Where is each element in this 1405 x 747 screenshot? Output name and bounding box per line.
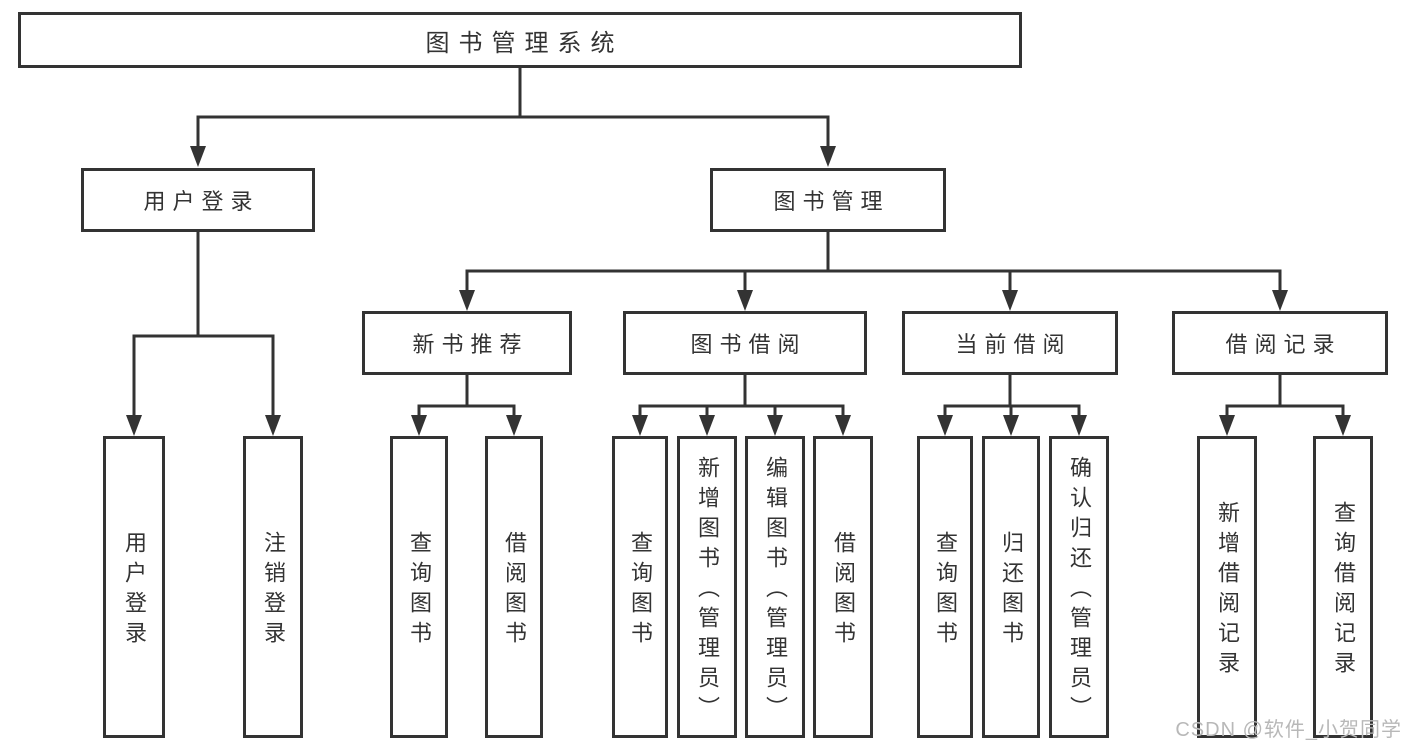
node-label: 新增图书（管理员）	[695, 456, 720, 726]
node-label: 注销登录	[261, 531, 286, 651]
node-leaf-nb-query-books: 查询图书	[390, 436, 448, 738]
node-leaf-br-add-record: 新增借阅记录	[1197, 436, 1257, 738]
node-book-borrowing: 图书借阅	[623, 311, 867, 375]
node-label: 借阅图书	[831, 531, 856, 651]
node-new-book-recommendation: 新书推荐	[362, 311, 572, 375]
node-leaf-br-query-record: 查询借阅记录	[1313, 436, 1373, 738]
node-leaf-bb-borrow-books: 借阅图书	[813, 436, 873, 738]
node-label: 查询图书	[628, 531, 653, 651]
node-leaf-user-login: 用户登录	[103, 436, 165, 738]
node-label: 借阅图书	[502, 531, 527, 651]
node-label: 图书管理	[773, 189, 890, 214]
node-label: 用户登录	[143, 189, 260, 214]
node-label: 查询图书	[933, 531, 958, 651]
node-current-borrowing: 当前借阅	[902, 311, 1118, 375]
node-label: 当前借阅	[955, 332, 1072, 357]
node-label: 借阅记录	[1225, 332, 1342, 357]
node-label: 图书管理系统	[425, 29, 624, 57]
node-label: 新增借阅记录	[1215, 501, 1240, 681]
node-label: 编辑图书（管理员）	[763, 456, 788, 726]
node-leaf-cb-confirm-return-admin: 确认归还（管理员）	[1049, 436, 1109, 738]
node-label: 用户登录	[122, 531, 147, 651]
csdn-watermark: CSDN @软件_小贺同学	[1175, 719, 1402, 741]
node-borrowing-records: 借阅记录	[1172, 311, 1388, 375]
node-label: 确认归还（管理员）	[1067, 456, 1092, 726]
node-leaf-cb-return-books: 归还图书	[982, 436, 1040, 738]
node-leaf-bb-query-books: 查询图书	[612, 436, 668, 738]
node-leaf-bb-edit-books-admin: 编辑图书（管理员）	[745, 436, 805, 738]
node-label: 查询图书	[407, 531, 432, 651]
node-label: 图书借阅	[690, 332, 807, 357]
node-leaf-nb-borrow-books: 借阅图书	[485, 436, 543, 738]
node-label: 归还图书	[999, 531, 1024, 651]
node-label: 查询借阅记录	[1331, 501, 1356, 681]
node-book-management: 图书管理	[710, 168, 946, 232]
node-leaf-logout: 注销登录	[243, 436, 303, 738]
node-library-management-system: 图书管理系统	[18, 12, 1022, 68]
node-label: 新书推荐	[412, 332, 529, 357]
node-user-login: 用户登录	[81, 168, 315, 232]
node-leaf-bb-add-books-admin: 新增图书（管理员）	[677, 436, 737, 738]
node-leaf-cb-query-books: 查询图书	[917, 436, 973, 738]
